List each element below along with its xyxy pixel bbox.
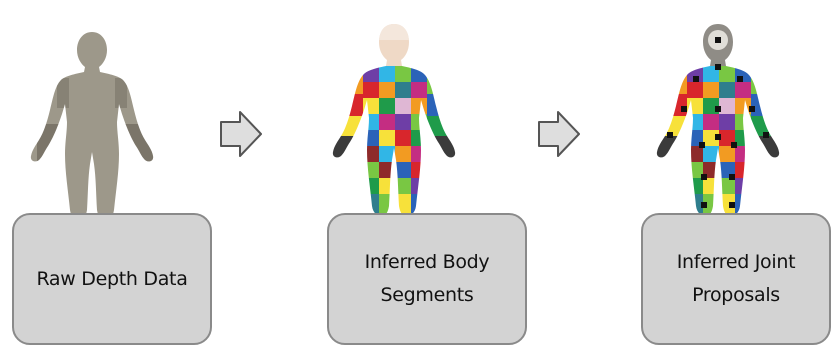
right-arrow-icon xyxy=(536,109,582,159)
joint-shoulder-left xyxy=(693,76,699,82)
step-label: Inferred Body Segments xyxy=(365,246,490,312)
step-label: Inferred Joint Proposals xyxy=(677,246,795,312)
segmented-body-icon xyxy=(319,14,469,224)
joint-hip-right xyxy=(731,142,737,148)
right-arrow-icon xyxy=(218,109,264,159)
joint-neck xyxy=(715,64,721,70)
joint-proposals-figure xyxy=(643,14,793,224)
joint-ankle-right xyxy=(729,202,735,208)
segmented-body-figure xyxy=(319,14,469,224)
step-box-joint-proposals: Inferred Joint Proposals xyxy=(641,213,831,345)
joint-hip-center xyxy=(715,134,721,140)
joint-ankle-left xyxy=(701,202,707,208)
step-box-raw-depth: Raw Depth Data xyxy=(12,213,212,345)
step-box-body-segments: Inferred Body Segments xyxy=(327,213,527,345)
depth-silhouette-icon xyxy=(17,14,167,224)
joint-elbow-right xyxy=(749,106,755,112)
step-label: Raw Depth Data xyxy=(36,263,187,296)
joint-head xyxy=(715,37,721,43)
joint-hip-left xyxy=(699,142,705,148)
raw-depth-figure xyxy=(17,14,167,224)
joint-knee-right xyxy=(729,174,735,180)
joint-wrist-right xyxy=(763,132,769,138)
joint-elbow-left xyxy=(681,106,687,112)
joint-knee-left xyxy=(701,174,707,180)
joint-spine xyxy=(715,106,721,112)
joint-shoulder-right xyxy=(737,76,743,82)
joint-proposals-icon xyxy=(643,14,793,224)
joint-wrist-left xyxy=(667,132,673,138)
